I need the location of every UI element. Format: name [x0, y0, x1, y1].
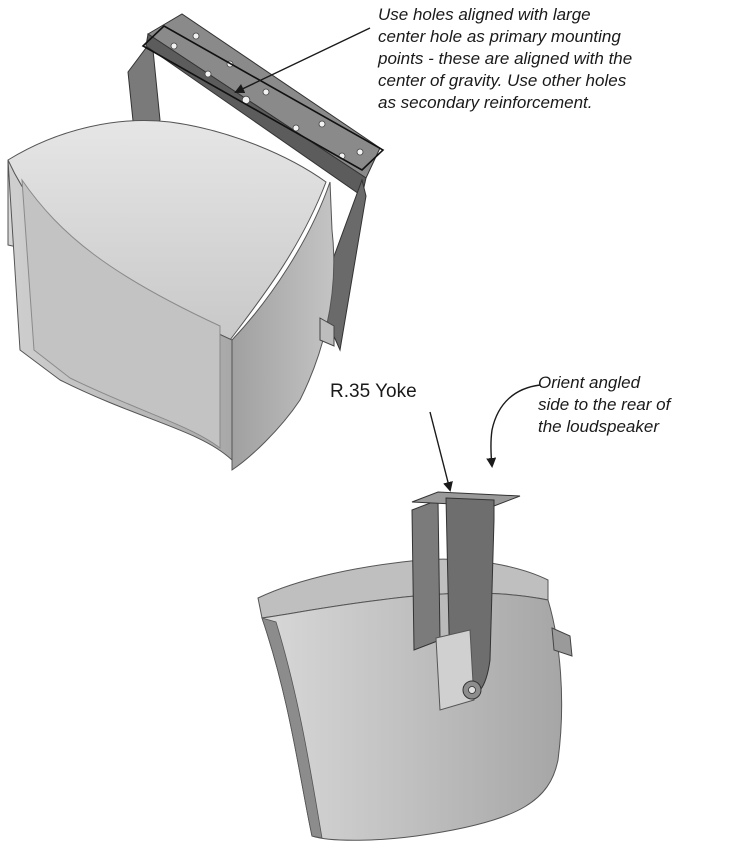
cabinet-side-face: [231, 181, 335, 471]
note-line: side to the rear of: [538, 395, 671, 414]
mounting-holes-highlight-box: [141, 25, 385, 171]
cabinet-front-edge: [261, 617, 323, 839]
note-line: Orient angled: [538, 373, 641, 392]
arrow-to-angled-side: [486, 384, 541, 468]
callouts: [234, 27, 541, 492]
note-line: the loudspeaker: [538, 417, 659, 436]
mounting-holes: [170, 32, 364, 160]
side-connector: [319, 317, 335, 347]
note-line: Use holes aligned with large: [378, 5, 591, 24]
note-line: points - these are aligned with the: [378, 49, 633, 68]
cabinet-grille: [21, 178, 221, 450]
rear-connector: [551, 627, 573, 657]
loudspeaker-bottom-view: [257, 491, 573, 841]
orient-note: Orient angled side to the rear of the lo…: [538, 372, 728, 438]
yoke-back-plate: [411, 499, 441, 651]
arrow-to-yoke: [429, 411, 453, 492]
arrow-to-mounting-holes: [234, 27, 371, 94]
note-line: as secondary reinforcement.: [378, 93, 593, 112]
note-line: center of gravity. Use other holes: [378, 71, 627, 90]
loudspeaker-top-view: [7, 13, 385, 471]
mounting-holes-note: Use holes aligned with large center hole…: [378, 4, 728, 114]
note-line: center hole as primary mounting: [378, 27, 621, 46]
yoke-label: R.35 Yoke: [330, 381, 417, 402]
